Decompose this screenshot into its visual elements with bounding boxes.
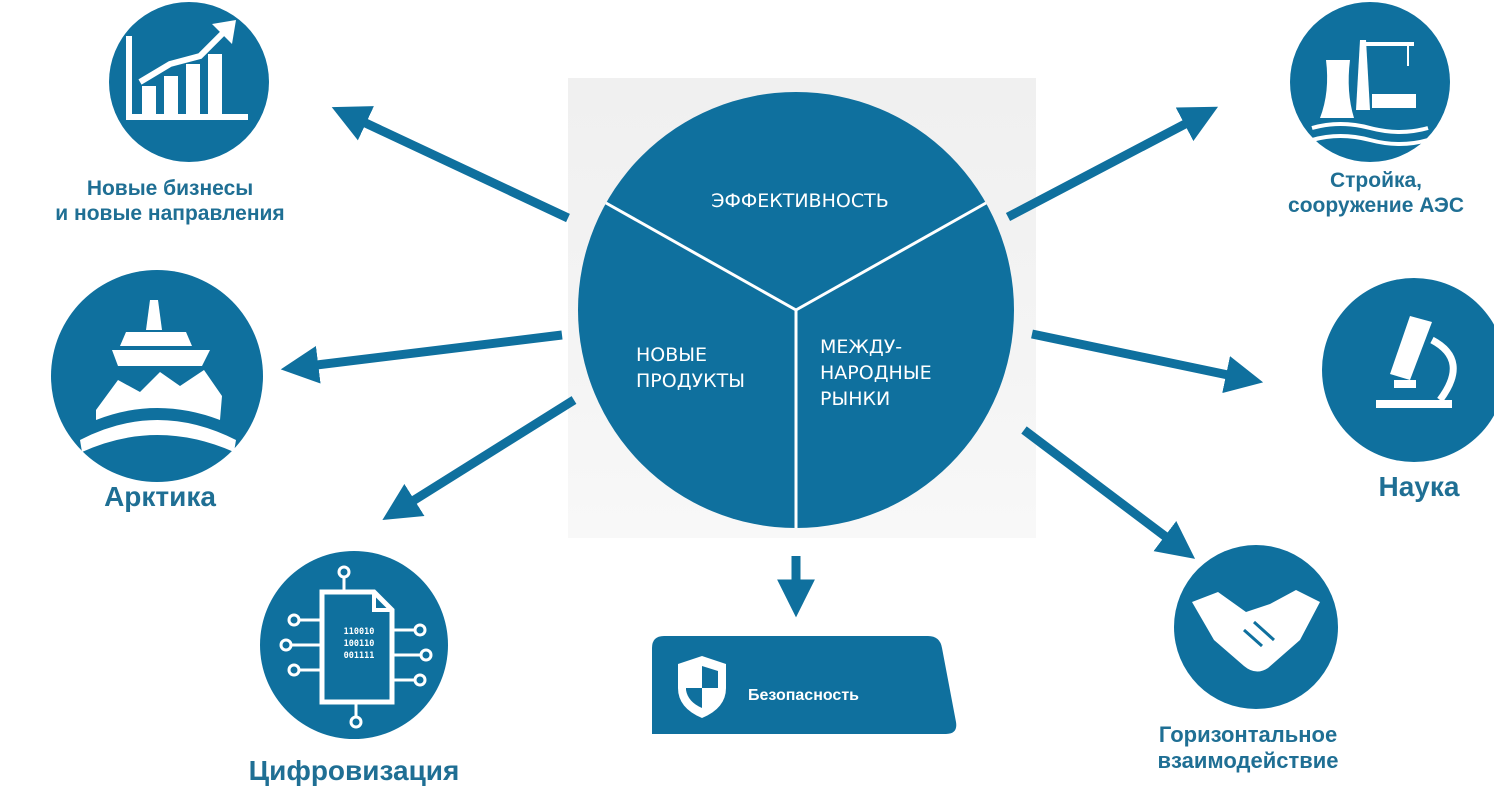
microscope-icon <box>1322 278 1494 462</box>
digital-label-text: Цифровизация <box>248 755 460 786</box>
handshake-icon <box>1174 545 1338 709</box>
efficiency-label: ЭФФЕКТИВНОСТЬ <box>711 190 889 212</box>
arrow-to-science <box>1031 329 1264 394</box>
security-label: Безопасность <box>748 686 928 705</box>
cooperation-label-line1: Горизонтальное <box>1158 722 1338 747</box>
binary-text: 110010 100110 001111 <box>336 626 382 662</box>
science-label-text: Наука <box>1378 471 1460 502</box>
science-label: Наука <box>1354 470 1484 504</box>
icebreaker-icon <box>51 270 263 482</box>
arctic-label-text: Арктика <box>104 481 216 512</box>
security-banner <box>652 636 957 734</box>
markets-line1: МЕЖДУ- <box>820 336 903 358</box>
cooperation-label: Горизонтальное взаимодействие <box>1120 722 1376 775</box>
power-plant-crane-icon <box>1290 2 1450 162</box>
shield-icon <box>678 656 726 718</box>
wheel-segment-new-products: НОВЫЕ ПРОДУКТЫ <box>636 342 786 394</box>
growth-chart-icon <box>109 2 269 162</box>
business-label-line1: Новые бизнесы <box>86 177 254 200</box>
strategy-wheel <box>578 92 1014 528</box>
new-products-line2: ПРОДУКТЫ <box>636 370 745 393</box>
cooperation-label-line2: взаимодействие <box>1157 748 1339 774</box>
arrow-to-digital <box>382 396 577 521</box>
new-products-line1: НОВЫЕ <box>636 344 708 366</box>
arrow-to-construction <box>1005 106 1219 221</box>
construction-label-line2: сооружение АЭС <box>1288 194 1464 218</box>
arrow-to-arctic <box>280 330 563 384</box>
binary-line3: 001111 <box>343 651 375 661</box>
construction-label: Стройка, сооружение АЭС <box>1266 168 1486 218</box>
arrow-to-cooperation <box>1021 426 1196 559</box>
business-label: Новые бизнесы и новые направления <box>0 176 340 226</box>
digital-label: Цифровизация <box>214 754 494 788</box>
wheel-divider-left <box>605 201 797 312</box>
wheel-segment-efficiency: ЭФФЕКТИВНОСТЬ <box>690 188 910 214</box>
arrows <box>280 106 1264 618</box>
wheel-segment-international-markets: МЕЖДУ- НАРОДНЫЕ РЫНКИ <box>820 334 990 413</box>
binary-line1: 110010 <box>343 627 375 637</box>
binary-document-icon <box>260 551 448 739</box>
arctic-label: Арктика <box>60 480 260 514</box>
business-label-line2: и новые направления <box>55 202 285 226</box>
security-label-text: Безопасность <box>748 687 859 704</box>
arrow-to-business <box>331 106 570 223</box>
markets-line2: НАРОДНЫЕ <box>820 362 932 385</box>
markets-line3: РЫНКИ <box>820 388 891 411</box>
construction-label-line1: Стройка, <box>1329 169 1423 192</box>
wheel-divider-right <box>795 201 987 312</box>
binary-line2: 100110 <box>343 639 375 649</box>
